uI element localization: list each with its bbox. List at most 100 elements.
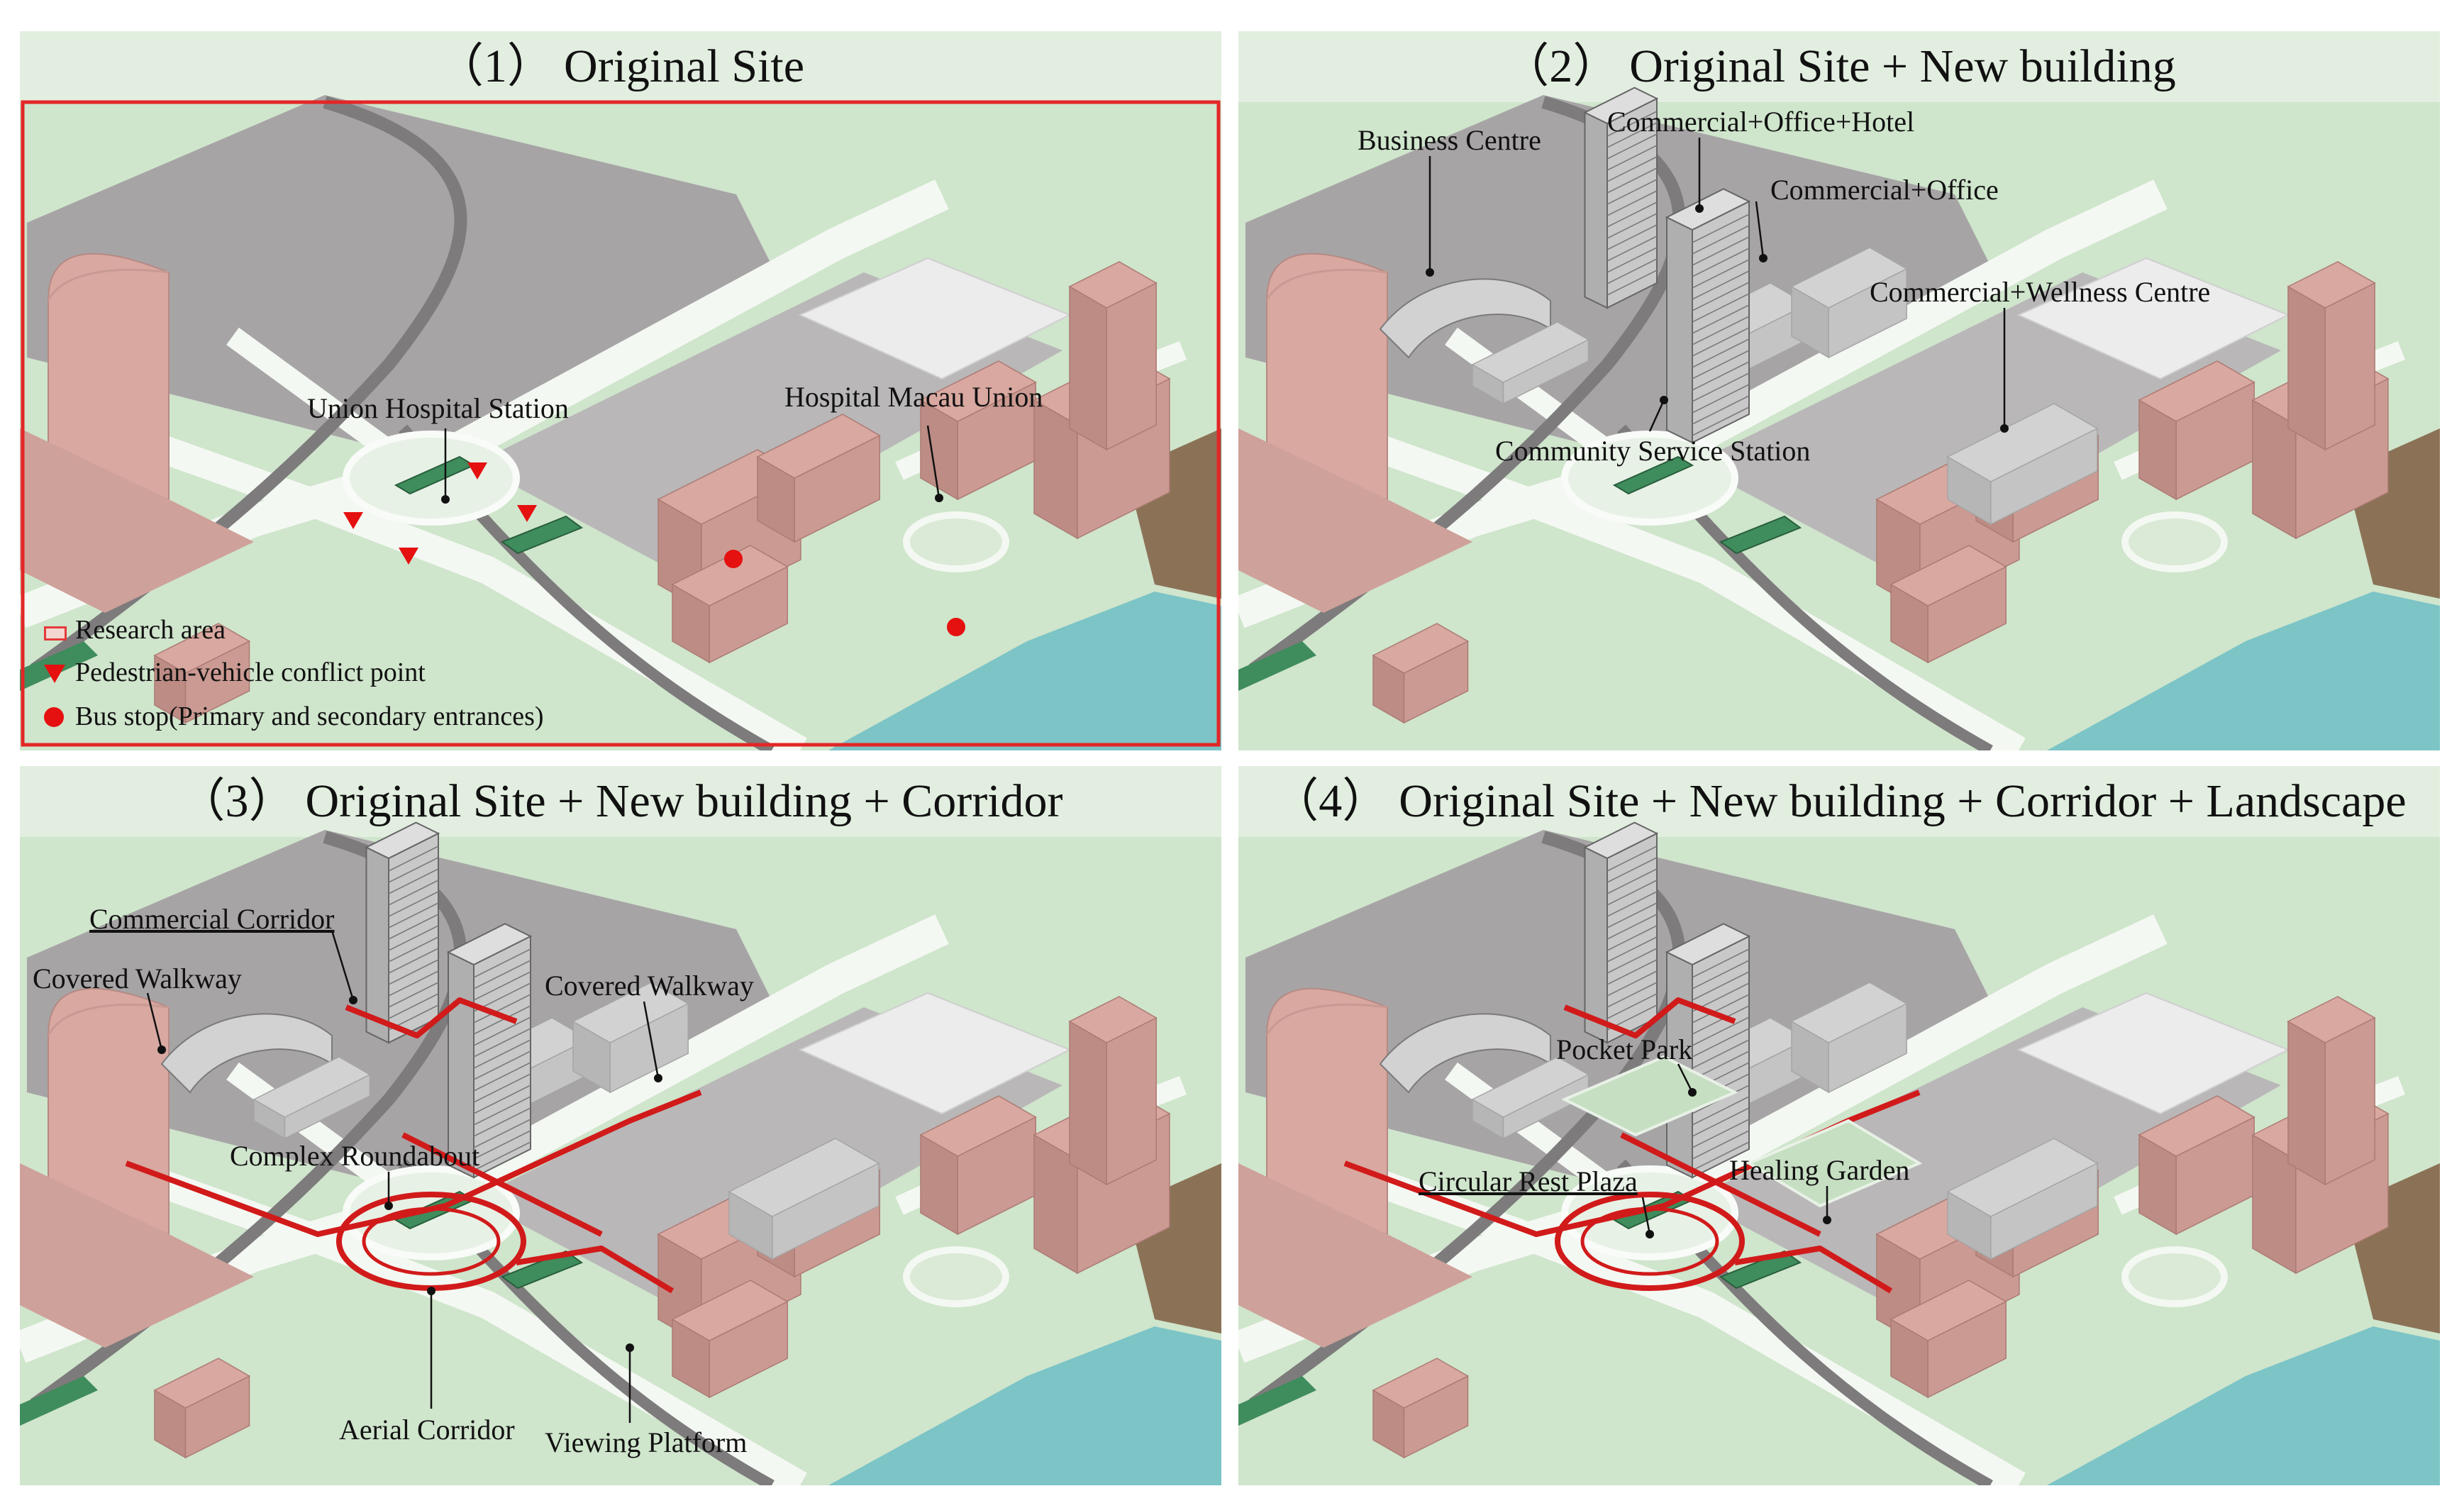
tower-office-floor bbox=[1692, 1039, 1750, 1069]
tower-office-floor bbox=[473, 1130, 531, 1160]
tower-hotel-floor bbox=[388, 970, 439, 997]
tower-office-floor bbox=[473, 1107, 531, 1137]
tower-hotel-floor bbox=[1606, 925, 1658, 951]
tower-hotel-floor bbox=[1606, 179, 1658, 205]
corridor-commercial bbox=[1563, 997, 1736, 1038]
tower-hotel-floor bbox=[1606, 122, 1658, 148]
tower-office-floor bbox=[1692, 293, 1750, 323]
bus-stop-icon bbox=[947, 618, 965, 636]
tower-office-floor bbox=[1692, 225, 1750, 255]
scene-base-1 bbox=[20, 95, 1221, 750]
round-garden bbox=[903, 1246, 1009, 1307]
label-healing-garden: Healing Garden bbox=[1729, 1154, 1910, 1186]
tower-hotel-floor bbox=[388, 857, 439, 883]
curved-tower-edge bbox=[47, 268, 170, 301]
hospital-d-top bbox=[2138, 360, 2255, 422]
tower-office-roof bbox=[1665, 188, 1751, 231]
leader-hospital-dot bbox=[935, 494, 943, 502]
tower-office-floor bbox=[1692, 361, 1750, 391]
commercial-office-block-top bbox=[572, 982, 689, 1043]
hospital-d-top bbox=[919, 1095, 1037, 1157]
tower-office-floor bbox=[1692, 248, 1750, 277]
tower-office-floor bbox=[473, 1096, 531, 1126]
panel-4-title: （4）Original Site + New building + Corrid… bbox=[1238, 766, 2440, 837]
tower-office-floor bbox=[473, 1005, 531, 1035]
commercial-office-block-top bbox=[1790, 247, 1908, 309]
tower-office-floor bbox=[473, 1073, 531, 1103]
station-platform-2 bbox=[500, 515, 584, 555]
hospital-c-top bbox=[1889, 1280, 2007, 1341]
label-community-service-station: Community Service Station bbox=[1495, 435, 1811, 467]
wellness-centre-top bbox=[1946, 1138, 2099, 1217]
bus-stop-icon bbox=[44, 707, 64, 728]
tower-hotel-floor bbox=[1606, 880, 1658, 906]
small-block-top bbox=[153, 1358, 251, 1409]
new-buildings-4 bbox=[1379, 821, 2099, 1260]
tower-hotel-floor bbox=[388, 914, 439, 940]
business-centre bbox=[160, 1013, 333, 1094]
tower-office-floor bbox=[1692, 304, 1750, 334]
scene-base-4 bbox=[1238, 830, 2440, 1485]
water bbox=[828, 592, 1221, 750]
hospital-f-top bbox=[2287, 996, 2376, 1043]
hospital-f-left bbox=[1069, 285, 1107, 451]
tower-office-floor bbox=[1692, 384, 1750, 414]
corridor-ring-outer bbox=[1555, 1192, 1745, 1291]
hospital-c-top bbox=[1889, 545, 2007, 606]
label-hospital-macau-union: Hospital Macau Union bbox=[784, 381, 1043, 413]
tower-hotel-floor bbox=[1606, 914, 1658, 940]
tower-office-floor bbox=[1692, 1028, 1750, 1058]
tower-hotel-floor bbox=[1606, 247, 1658, 273]
curved-tower-edge bbox=[1265, 268, 1388, 301]
tower-office-floor bbox=[1692, 948, 1750, 978]
panel-4-map bbox=[1238, 821, 2440, 1485]
panel-3: （3）Original Site + New building + Corrid… bbox=[20, 766, 1221, 1485]
commercial-office-block-top bbox=[1790, 982, 1908, 1043]
corridor-ring-inner bbox=[1580, 1207, 1719, 1276]
hospital-f-right bbox=[2324, 1016, 2375, 1186]
panel-3-title-text: Original Site + New building + Corridor bbox=[305, 775, 1063, 827]
panel-2-title: （2）Original Site + New building bbox=[1238, 31, 2440, 102]
tower-hotel-roof bbox=[1583, 87, 1659, 125]
hospital-f-top bbox=[1068, 261, 1158, 309]
leader-business-centre-dot bbox=[1426, 268, 1434, 277]
wellness-centre-top bbox=[728, 1138, 880, 1217]
panel-3-title: （3）Original Site + New building + Corrid… bbox=[20, 766, 1221, 837]
tower-hotel-floor bbox=[1606, 891, 1658, 917]
label-commercial-corridor: Commercial Corridor bbox=[89, 903, 335, 935]
tower-hotel-floor bbox=[388, 925, 439, 951]
tower-hotel-floor bbox=[1606, 167, 1658, 194]
tower-hotel-floor bbox=[1606, 111, 1658, 137]
corridor-ring-inner bbox=[362, 1207, 501, 1276]
tower-office-floor bbox=[473, 1085, 531, 1114]
conflict-point-icon bbox=[44, 665, 65, 684]
tower-hotel-floor bbox=[1606, 201, 1658, 228]
research-area-icon bbox=[44, 626, 67, 641]
tower-hotel-floor bbox=[1606, 857, 1658, 883]
corridors-4 bbox=[1343, 997, 1921, 1294]
tower-hotel-floor bbox=[388, 880, 439, 906]
business-centre-wing-top bbox=[1471, 1056, 1590, 1118]
tower-office-floor bbox=[473, 971, 531, 1001]
pocket-park-area bbox=[1561, 1055, 1738, 1137]
leader-office-hotel-dot bbox=[1695, 204, 1704, 213]
hospital-f-left bbox=[2287, 285, 2326, 451]
tower-hotel-floor bbox=[1606, 270, 1658, 296]
panel-3-number: （3） bbox=[178, 775, 296, 827]
panel-2-number: （2） bbox=[1502, 40, 1620, 92]
label-aerial-corridor: Aerial Corridor bbox=[339, 1414, 515, 1446]
business-centre-wing-top bbox=[252, 1056, 372, 1118]
tower-office-floor bbox=[1692, 971, 1750, 1001]
tower-office-floor bbox=[473, 1039, 531, 1069]
tower-office-face bbox=[1692, 200, 1750, 444]
tower-hotel-floor bbox=[1606, 213, 1658, 239]
leader-pocket-park bbox=[1677, 1063, 1694, 1093]
tower-office-floor bbox=[473, 948, 531, 978]
label-complex-roundabout: Complex Roundabout bbox=[230, 1140, 480, 1172]
corridor-main bbox=[1343, 1090, 1921, 1237]
panel-2: （2）Original Site + New building Business… bbox=[1238, 31, 2440, 750]
legend-conflict-point: Pedestrian-vehicle conflict point bbox=[44, 657, 426, 690]
tower-hotel-floor bbox=[388, 936, 439, 963]
tower-hotel-floor bbox=[1606, 224, 1658, 250]
tower-office-roof bbox=[446, 923, 533, 966]
